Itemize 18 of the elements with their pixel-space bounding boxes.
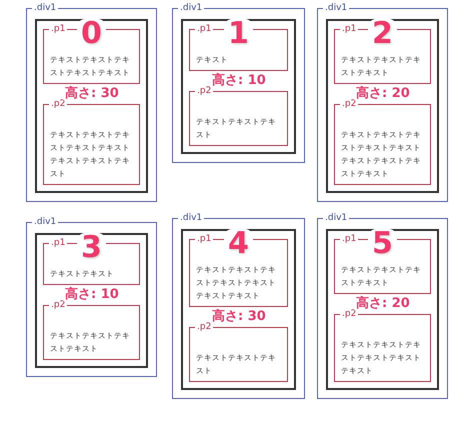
class-label: .p1 bbox=[195, 233, 214, 245]
inner-box bbox=[35, 19, 148, 193]
class-label: .p1 bbox=[195, 23, 214, 35]
class-label: .p2 bbox=[340, 98, 358, 110]
class-label: .p1 bbox=[340, 23, 358, 35]
class-label: .p1 bbox=[340, 233, 358, 245]
inner-box bbox=[181, 19, 296, 154]
class-label: .p2 bbox=[195, 321, 214, 333]
class-label: .p1 bbox=[49, 23, 68, 35]
inner-box bbox=[326, 229, 439, 390]
inner-box bbox=[35, 233, 148, 368]
class-label: .p2 bbox=[49, 98, 68, 110]
class-label: .p2 bbox=[49, 299, 68, 311]
inner-box bbox=[326, 19, 439, 193]
inner-box bbox=[181, 229, 296, 390]
class-label: .p2 bbox=[340, 308, 358, 320]
class-label: .p1 bbox=[49, 237, 68, 249]
class-label: .p2 bbox=[195, 85, 214, 97]
